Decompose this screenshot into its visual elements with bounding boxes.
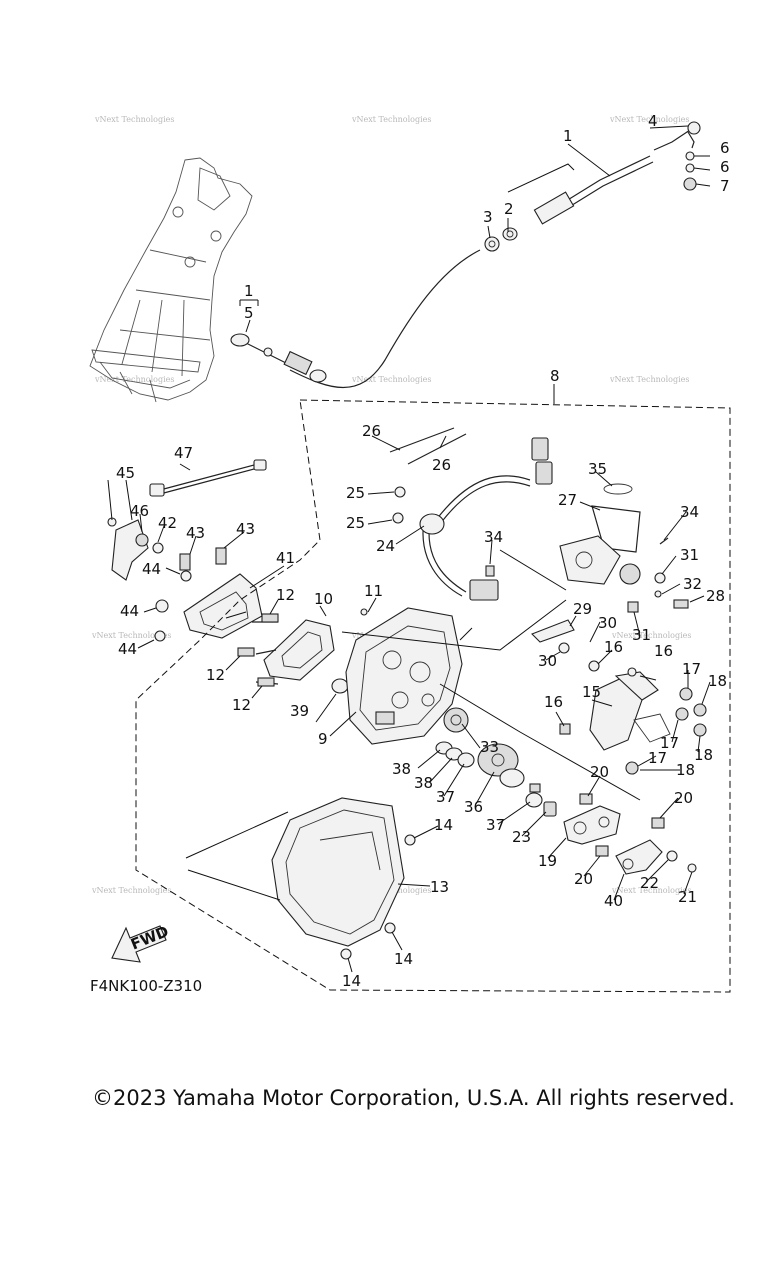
callout-18: 18 xyxy=(708,672,727,690)
callout-20: 20 xyxy=(590,763,609,781)
callout-32: 32 xyxy=(683,575,702,593)
assembly-boundary xyxy=(135,399,731,993)
callout-33: 33 xyxy=(480,738,499,756)
callout-46: 46 xyxy=(130,502,149,520)
callout-31: 31 xyxy=(680,546,699,564)
callout-6b: 6 xyxy=(720,158,730,176)
watermark-text: vNext Technologies xyxy=(91,631,171,640)
fwd-arrow-icon: FWD xyxy=(111,922,171,963)
callout-1b: 1 xyxy=(244,282,254,300)
callout-38: 38 xyxy=(392,760,411,778)
callout-39: 39 xyxy=(290,702,309,720)
throttle-cable-assembly xyxy=(230,121,701,389)
copyright-notice: ©2023 Yamaha Motor Corporation, U.S.A. A… xyxy=(92,1086,735,1110)
callout-14c: 14 xyxy=(342,972,361,990)
callout-11: 11 xyxy=(364,582,383,600)
callout-12b: 12 xyxy=(206,666,225,684)
callout-15: 15 xyxy=(582,683,601,701)
watermark-text: vNext Technologies xyxy=(94,115,174,124)
watermark-text: vNext Technologies xyxy=(609,115,689,124)
callout-23: 23 xyxy=(512,828,531,846)
diagram-code: F4NK100-Z310 xyxy=(90,977,202,995)
callout-18b: 18 xyxy=(694,746,713,764)
callout-1: 1 xyxy=(563,127,573,145)
watermark-text: vNext Technologies xyxy=(611,886,691,895)
callout-26b: 26 xyxy=(432,456,451,474)
mounting-plates xyxy=(183,573,349,694)
hull-housing-outline xyxy=(89,157,253,403)
callout-18c: 18 xyxy=(676,761,695,779)
callout-13: 13 xyxy=(430,878,449,896)
callout-42: 42 xyxy=(158,514,177,532)
callout-31b: 31 xyxy=(632,626,651,644)
callout-17c: 17 xyxy=(648,749,667,767)
callout-numbers: 1 2 3 4 1 5 6 6 7 8 26 26 25 25 24 34 35… xyxy=(116,112,730,990)
callout-14b: 14 xyxy=(394,950,413,968)
callout-4: 4 xyxy=(648,112,658,130)
callout-17: 17 xyxy=(682,660,701,678)
actuator-motor xyxy=(559,483,689,613)
watermark-text: vNext Technologies xyxy=(94,375,174,384)
callout-20b: 20 xyxy=(674,789,693,807)
callout-28: 28 xyxy=(706,587,725,605)
callout-35: 35 xyxy=(588,460,607,478)
callout-12c: 12 xyxy=(232,696,251,714)
watermark-text: vNext Technologies xyxy=(611,631,691,640)
callout-41: 41 xyxy=(276,549,295,567)
callout-8: 8 xyxy=(550,367,560,385)
callout-27: 27 xyxy=(558,491,577,509)
callout-43b: 43 xyxy=(236,520,255,538)
watermark-text: vNext Technologies xyxy=(91,886,171,895)
callout-16b: 16 xyxy=(654,642,673,660)
shift-lever-assembly xyxy=(531,619,707,775)
callout-14: 14 xyxy=(434,816,453,834)
callout-10: 10 xyxy=(314,590,333,608)
callout-21: 21 xyxy=(678,888,697,906)
watermark-text: vNext Technologies xyxy=(351,115,431,124)
callout-16c: 16 xyxy=(544,693,563,711)
callout-16: 16 xyxy=(604,638,623,656)
callout-26: 26 xyxy=(362,422,381,440)
callout-25: 25 xyxy=(346,484,365,502)
wiring-harness xyxy=(389,427,553,601)
watermark-text: vNext Technologies xyxy=(609,375,689,384)
leader-lines xyxy=(107,125,711,973)
callout-34b: 34 xyxy=(680,503,699,521)
watermark-text: vNext Technologies xyxy=(351,375,431,384)
cover xyxy=(271,797,416,960)
levers-lower-right xyxy=(529,783,697,875)
callout-19: 19 xyxy=(538,852,557,870)
callout-38b: 38 xyxy=(414,774,433,792)
callout-37b: 37 xyxy=(486,816,505,834)
callout-22: 22 xyxy=(640,874,659,892)
parts-diagram: vNext Technologies vNext Technologies vN… xyxy=(89,112,731,995)
callout-30b: 30 xyxy=(538,652,557,670)
callout-6: 6 xyxy=(720,139,730,157)
callout-45: 45 xyxy=(116,464,135,482)
callout-36: 36 xyxy=(464,798,483,816)
callout-43: 43 xyxy=(186,524,205,542)
callout-34: 34 xyxy=(484,528,503,546)
callout-37: 37 xyxy=(436,788,455,806)
bracket-parts-left xyxy=(107,459,267,642)
callout-7: 7 xyxy=(720,177,730,195)
callout-40: 40 xyxy=(604,892,623,910)
callout-29: 29 xyxy=(573,600,592,618)
callout-24: 24 xyxy=(376,537,395,555)
callout-25b: 25 xyxy=(346,514,365,532)
callout-12: 12 xyxy=(276,586,295,604)
gear-set xyxy=(435,707,557,817)
callout-30: 30 xyxy=(598,614,617,632)
callout-44c: 44 xyxy=(118,640,137,658)
callout-17b: 17 xyxy=(660,734,679,752)
callout-44b: 44 xyxy=(120,602,139,620)
fwd-label: FWD xyxy=(128,922,171,953)
callout-44: 44 xyxy=(142,560,161,578)
callout-3: 3 xyxy=(483,208,493,226)
callout-47: 47 xyxy=(174,444,193,462)
callout-9: 9 xyxy=(318,730,328,748)
callout-5: 5 xyxy=(244,304,254,322)
callout-20c: 20 xyxy=(574,870,593,888)
callout-2: 2 xyxy=(504,200,514,218)
